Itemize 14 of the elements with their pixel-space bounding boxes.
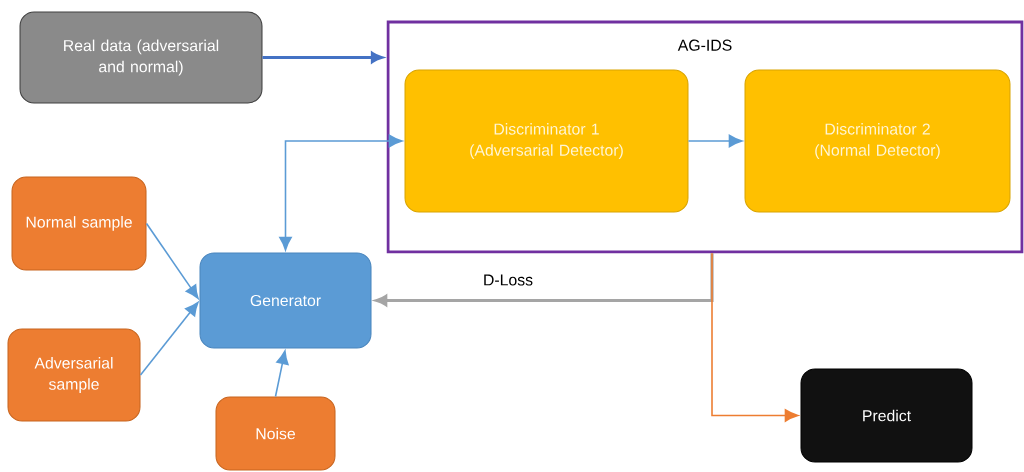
arrow [279, 134, 403, 251]
arrow [145, 222, 199, 299]
input-box: Noise [215, 396, 336, 471]
process-box: Generator [199, 252, 372, 349]
arrow [687, 134, 743, 148]
arrow [139, 301, 199, 376]
output-box: Predict [800, 368, 973, 463]
input-box: Adversarial sample [7, 328, 141, 422]
arrow [274, 350, 289, 398]
input-box: Normal sample [11, 176, 147, 271]
arrow [711, 252, 799, 422]
data-box: Real data (adversarial and normal) [19, 11, 263, 104]
process-box: Discriminator 1 (Adversarial Detector) [404, 69, 689, 213]
process-box: Discriminator 2 (Normal Detector) [744, 69, 1011, 213]
